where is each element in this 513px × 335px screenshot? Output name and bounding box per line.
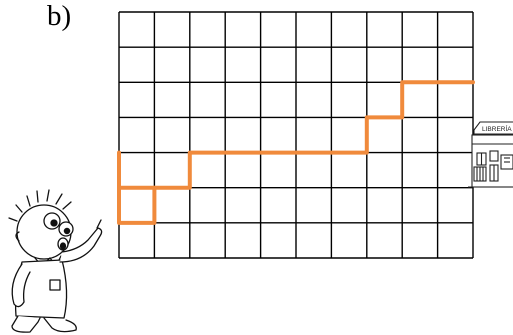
shop-sign: LIBRERÍA (482, 124, 512, 133)
cartoon-boy-icon (9, 190, 102, 332)
bookshop-icon: LIBRERÍA (468, 122, 513, 187)
street-grid (119, 12, 473, 258)
